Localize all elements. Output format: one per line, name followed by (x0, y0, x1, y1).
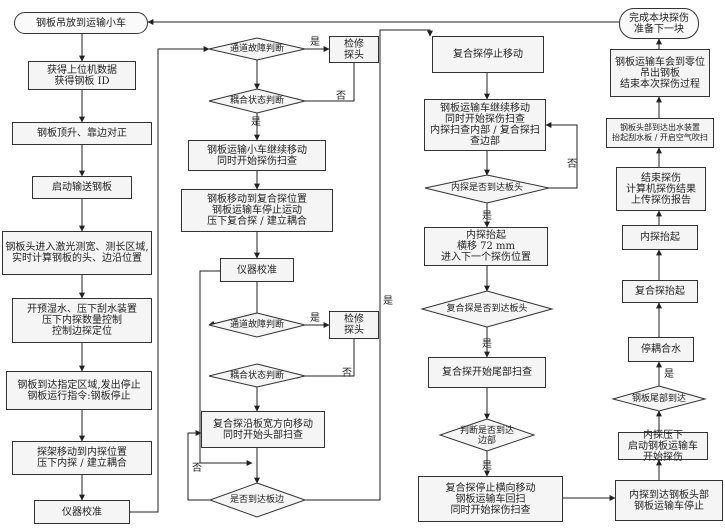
step-inner-probe-lift: 内探抬起 (622, 225, 698, 250)
decision-reached-edge-text: 判断是否到达 边部 (459, 426, 514, 446)
label-no: 否 (342, 368, 352, 379)
label-no: 否 (567, 159, 577, 170)
label-yes: 是 (664, 369, 674, 380)
label-no: 否 (192, 463, 202, 474)
decision-reached-plate-edge (208, 482, 307, 518)
step-stop-coupling-water: 停耦合水 (628, 337, 694, 362)
step-inner-press-start: 内探压下 启动钢板运输车 开始探伤 (618, 430, 708, 463)
label-yes: 是 (251, 117, 261, 128)
decision-composite-probe-head (420, 290, 554, 328)
step-inner-reach-head: 内探到达钢板头部 钢板运输车停止 (615, 480, 723, 521)
decision-channel-fault-2 (208, 312, 306, 338)
step-inner-lift-shift: 内探抬起 横移 72 mm 进入下一个探伤位置 (424, 227, 548, 266)
step-instrument-calibration-2: 仪器校准 (220, 258, 294, 282)
step-move-inner-probe: 探架移动到内探位置 压下内探 / 建立耦合 (12, 441, 152, 475)
decision-reached-plate-edge-text: 是否到达板边 (229, 495, 284, 505)
step-composite-tail-scan: 复合探开始尾部扫查 (428, 357, 546, 388)
decision-coupling-state-2 (208, 363, 306, 388)
step-composite-stop: 复合探停止移动 (432, 36, 544, 73)
end-finish-plate: 完成本块探伤 准备下一块 (619, 8, 699, 39)
label-yes: 是 (310, 313, 320, 324)
label-yes: 是 (310, 37, 320, 48)
label-yes: 是 (482, 461, 492, 472)
step-get-host-data: 获得上位机数据 获得钢板 ID (28, 61, 136, 90)
decision-inner-probe-head (424, 174, 550, 204)
decision-channel-fault (208, 37, 306, 61)
decision-reached-edge (438, 418, 536, 452)
step-start-conveying: 启动输送钢板 (32, 176, 132, 199)
decision-inner-probe-head-text: 内探是否到达板头 (450, 183, 523, 193)
decision-coupling-state-2-text: 耦合状态判断 (229, 371, 284, 381)
step-composite-stop-rescan: 复合探停止横向移动 钢板运输车回扫 同时开始探伤扫查 (418, 476, 563, 522)
step-composite-width-move: 复合探沿板宽方向移动 同时开始头部扫查 (201, 411, 325, 448)
step-repair-probe: 检修 探头 (329, 36, 379, 63)
step-instrument-calibration: 仪器校准 (34, 500, 130, 524)
step-finish-inspection: 结束探伤 计算机探伤结果 上传探伤报告 (616, 167, 706, 211)
step-composite-probe-lift: 复合探抬起 (622, 280, 698, 303)
step-cart-return-zero: 钢板运输车会到零位 吊出钢板 结束本次探伤过程 (610, 49, 710, 97)
label-yes: 是 (482, 211, 492, 222)
label-yes: 是 (482, 339, 492, 350)
step-plate-lift-align: 钢板顶升、靠边对正 (12, 122, 152, 145)
step-prewet-scraper: 开预湿水、压下刮水装置 压下内探数量控制 控制边探定位 (12, 298, 152, 343)
step-move-composite-probe: 钢板移动到复合探位置 钢板运输车停止运动 压下复合探 / 建立耦合 (181, 189, 333, 232)
step-plate-stop: 钢板到达指定区域,发出停止 钢板运行指令:钢板停止 (6, 371, 152, 410)
step-cart-continue-scan-2: 钢板运输车继续移动 同时开始探伤扫查 内探扫查内部 / 复合探扫查边部 (424, 99, 546, 151)
step-repair-probe-2: 检修 探头 (329, 311, 379, 339)
start-plate-onto-cart: 钢板吊放到运输小车 (14, 12, 148, 34)
decision-composite-probe-head-text: 复合探是否到达板头 (446, 304, 528, 314)
label-yes: 是 (383, 296, 393, 307)
decision-channel-fault-text: 通道故障判断 (229, 44, 284, 54)
decision-coupling-state (208, 88, 306, 114)
decision-plate-tail-text: 钢板尾部到达 (631, 394, 686, 404)
decision-plate-tail (611, 385, 707, 412)
decision-channel-fault-2-text: 通道故障判断 (229, 320, 284, 330)
label-no: 否 (336, 91, 346, 102)
decision-coupling-state-text: 耦合状态判断 (229, 96, 284, 106)
step-head-reach-outlet: 钢板头部到达出水装置 抬起刮水板 / 开启空气吹扫 (606, 118, 714, 148)
step-laser-measure: 钢板头进入激光测宽、测长区域, 实时计算钢板的头、边沿位置 (2, 231, 152, 275)
step-cart-continue-scan: 钢板运输小车继续移动 同时开始探伤扫查 (188, 140, 326, 171)
